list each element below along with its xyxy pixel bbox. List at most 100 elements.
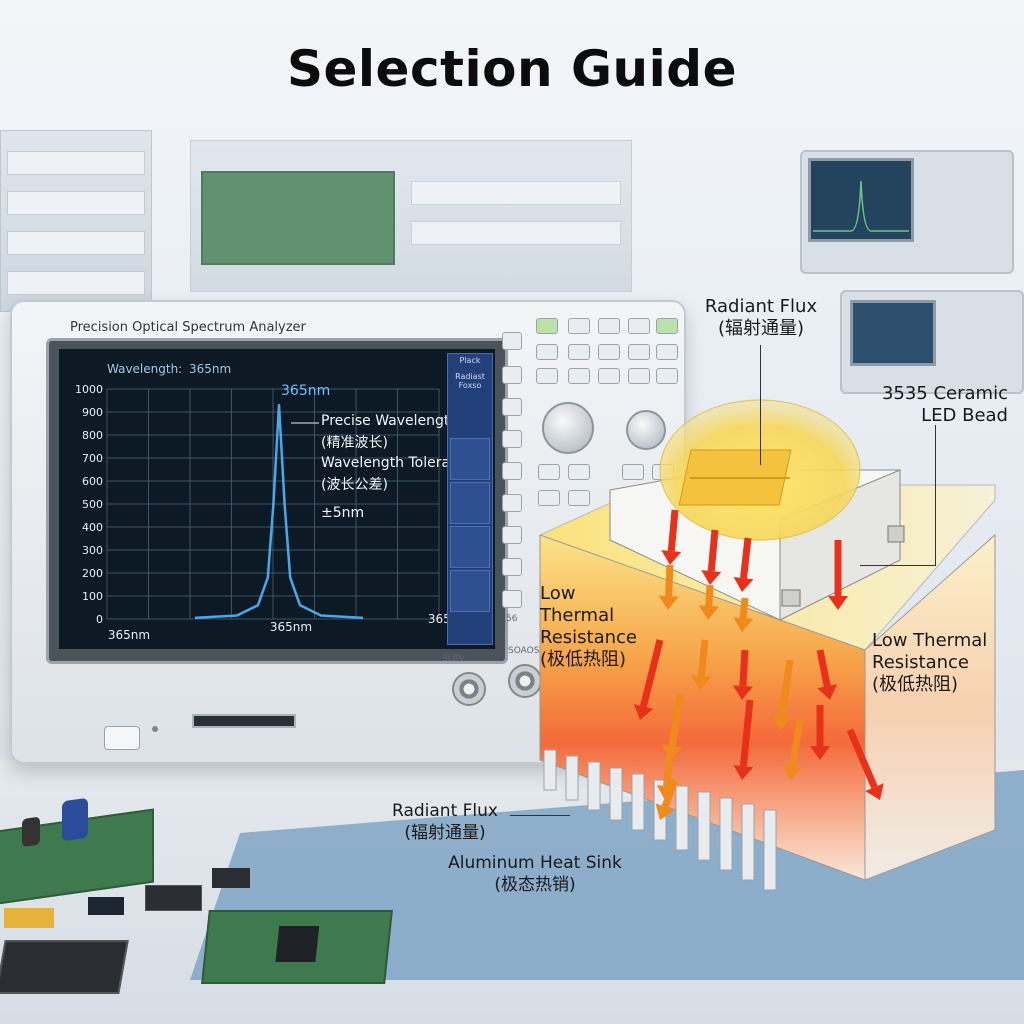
- heat-flow-arrows: [633, 509, 884, 820]
- label-radiant-flux-bottom: Radiant Flux (辐射通量): [382, 800, 508, 844]
- key-2[interactable]: [598, 318, 620, 334]
- annotation-line-2: (精准波长): [321, 435, 388, 451]
- bnc-input-2[interactable]: [508, 664, 542, 698]
- side-button-7[interactable]: [502, 558, 522, 576]
- background-circuit-board: [201, 171, 395, 265]
- key-15[interactable]: [568, 464, 590, 480]
- annotation-line-5: ±5nm: [321, 505, 364, 521]
- softkey-4[interactable]: [450, 570, 490, 612]
- softkey-1[interactable]: [450, 438, 490, 480]
- label-thermal-right-line3: (极低热阻): [872, 674, 959, 695]
- heat-arrow-head: [691, 675, 712, 690]
- y-tick-label: 700: [82, 452, 103, 465]
- component-small-1: [145, 885, 202, 911]
- key-19[interactable]: [568, 490, 590, 506]
- background-rack-center: [190, 140, 632, 292]
- key-18[interactable]: [538, 490, 560, 506]
- side-button-8[interactable]: [502, 590, 522, 608]
- heat-arrow-shaft: [705, 584, 714, 607]
- key-12[interactable]: [628, 368, 650, 384]
- key-9[interactable]: [536, 368, 558, 384]
- bnc-input-1[interactable]: [452, 672, 486, 706]
- peak-label: 365nm: [281, 383, 330, 399]
- led-pad-right: [887, 525, 905, 543]
- label-thermal-right-line1: Low Thermal: [872, 630, 988, 651]
- heat-arrow-head: [817, 684, 838, 700]
- key-3[interactable]: [628, 318, 650, 334]
- card-slot[interactable]: [192, 714, 296, 728]
- label-radiant-flux-top: Radiant Flux (辐射通量): [696, 296, 826, 340]
- component-small-3: [212, 868, 250, 888]
- label-radiant-flux-top-cn: (辐射通量): [717, 318, 805, 339]
- y-tick-label: 400: [82, 521, 103, 534]
- heat-arrow-head: [865, 783, 884, 800]
- heat-arrow-head: [733, 617, 754, 632]
- amplitude-knob[interactable]: [626, 410, 666, 450]
- heat-arrow-head: [782, 764, 803, 780]
- key-13[interactable]: [656, 368, 678, 384]
- side-button-2[interactable]: [502, 398, 522, 416]
- ic-chip: [0, 940, 129, 994]
- screen-softkey-panel: Plack Radiast Foxso: [447, 353, 493, 645]
- key-11[interactable]: [598, 368, 620, 384]
- label-led-bead-line1: 3535 Ceramic: [881, 383, 1008, 404]
- heat-arrow-shaft: [665, 564, 674, 597]
- side-button-5[interactable]: [502, 494, 522, 512]
- led-heatsink-illustration: [539, 399, 996, 891]
- key-4[interactable]: [536, 344, 558, 360]
- heat-arrow-head: [633, 703, 654, 720]
- power-switch[interactable]: [104, 726, 140, 750]
- heat-arrow-shaft: [788, 719, 804, 767]
- softkey-2[interactable]: [450, 482, 490, 524]
- spectrum-chart: Wavelength:365nm100090080070060050040030…: [75, 362, 475, 642]
- x-tick-label: 365nm: [108, 628, 150, 642]
- annotation-line-1: Precise Wavelength: [321, 413, 458, 429]
- label-heat-sink-en: Aluminum Heat Sink: [448, 853, 622, 873]
- key-1[interactable]: [568, 318, 590, 334]
- key-10[interactable]: [568, 368, 590, 384]
- y-tick-label: 600: [82, 475, 103, 488]
- background-instrument: [840, 290, 1024, 394]
- y-tick-label: 0: [96, 613, 103, 626]
- label-led-bead-line2: LED Bead: [921, 405, 1008, 426]
- heat-arrow-shaft: [739, 597, 749, 619]
- heat-arrow-head: [733, 765, 754, 780]
- leader-radiant-flux-bottom: [510, 815, 570, 816]
- background-scope-trace: [813, 180, 909, 232]
- heat-arrow-shaft: [707, 529, 719, 572]
- key-14[interactable]: [538, 464, 560, 480]
- y-tick-label: 200: [82, 567, 103, 580]
- label-thermal-left-line2: Thermal: [540, 605, 615, 626]
- power-button[interactable]: [502, 332, 522, 350]
- side-button-3[interactable]: [502, 430, 522, 448]
- y-tick-label: 800: [82, 429, 103, 442]
- heat-arrow-head: [701, 570, 722, 585]
- label-radiant-flux-top-en: Radiant Flux: [704, 296, 818, 317]
- heat-arrow-head: [732, 685, 753, 700]
- frequency-knob[interactable]: [542, 402, 594, 454]
- label-thermal-right-line2: Resistance: [872, 652, 969, 673]
- side-button-1[interactable]: [502, 366, 522, 384]
- key-8[interactable]: [656, 344, 678, 360]
- softkey-3[interactable]: [450, 526, 490, 568]
- side-button-6[interactable]: [502, 526, 522, 544]
- heat-arrow-head: [662, 744, 683, 760]
- side-key-label: 56: [506, 614, 518, 624]
- key-7[interactable]: [628, 344, 650, 360]
- heat-arrow-head: [772, 714, 792, 730]
- label-radiant-flux-bottom-en: Radiant Flux: [392, 801, 498, 821]
- key-16[interactable]: [622, 464, 644, 480]
- led-pad-left: [781, 589, 801, 607]
- y-tick-label: 900: [82, 406, 103, 419]
- port-label-2: SOAOS: [508, 646, 540, 656]
- label-heat-sink: Aluminum Heat Sink (极态热销): [430, 852, 640, 896]
- key-6[interactable]: [598, 344, 620, 360]
- key-green-1[interactable]: [536, 318, 558, 334]
- side-button-4[interactable]: [502, 462, 522, 480]
- key-5[interactable]: [568, 344, 590, 360]
- heat-arrow-shaft: [740, 537, 752, 579]
- key-green-2[interactable]: [656, 318, 678, 334]
- label-thermal-right: Low Thermal Resistance (极低热阻): [872, 630, 987, 696]
- heat-arrow-head: [810, 746, 830, 760]
